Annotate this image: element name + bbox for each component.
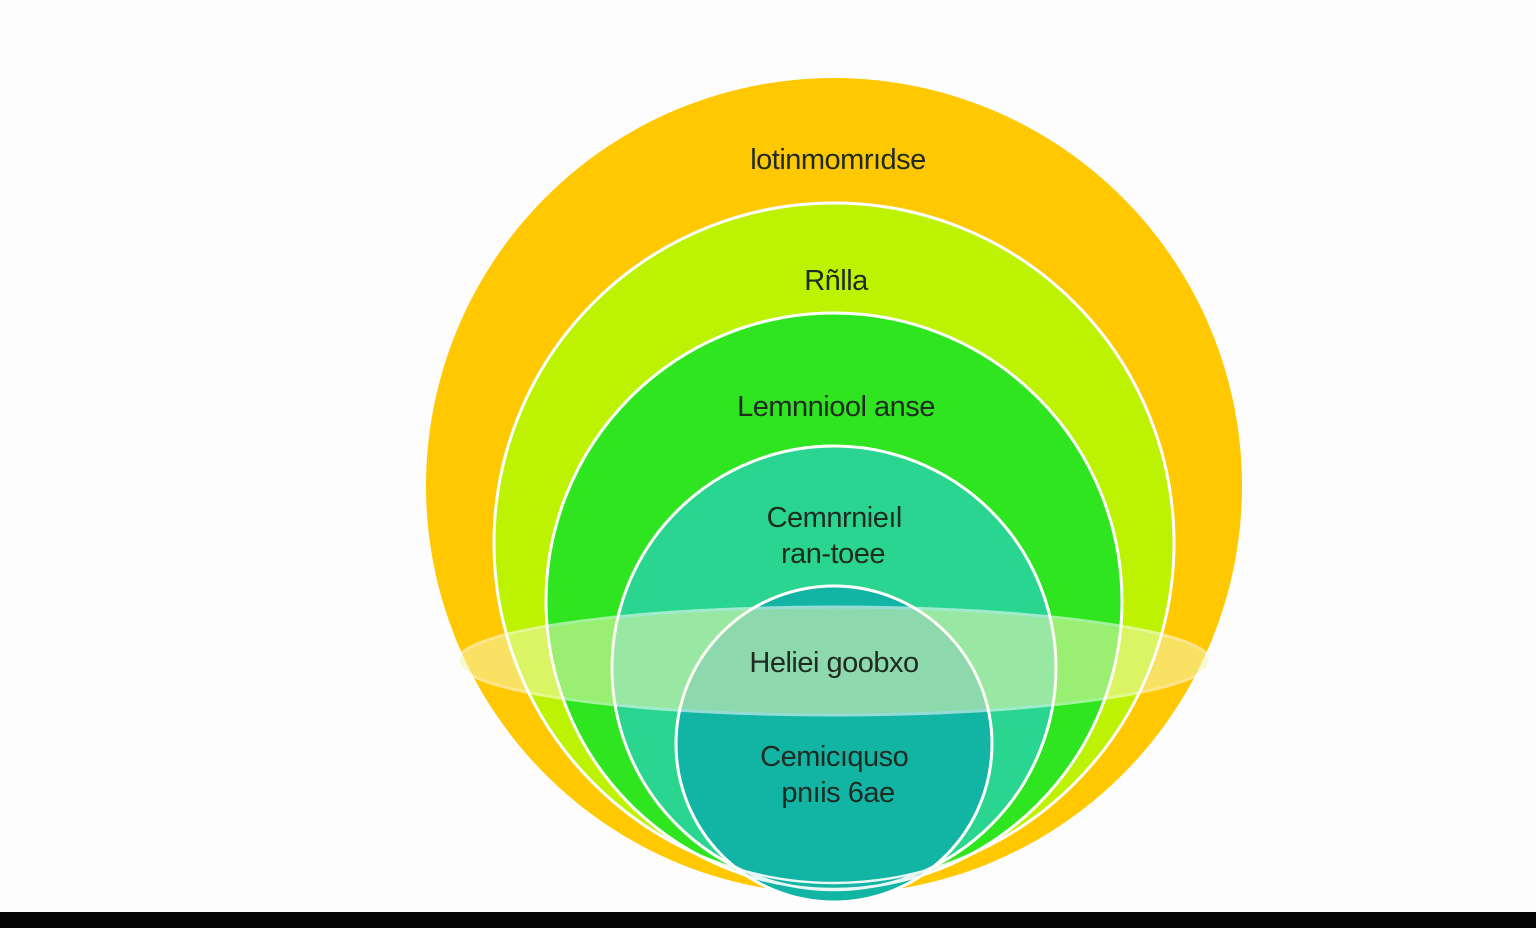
ring-third-label: Lemnniool anse xyxy=(737,391,935,423)
ring-core-label: Cemicıquso pnıis 6ae xyxy=(760,741,916,809)
lens-label: Heliei goobxo xyxy=(749,647,918,679)
lens-band xyxy=(456,605,1212,717)
ring-second-label: Rñlla xyxy=(804,265,869,297)
ring-outer-label: lotinmomrıdse xyxy=(750,144,926,176)
bottom-edge-bar xyxy=(0,912,1536,928)
ring-outlines xyxy=(492,201,1176,894)
ring-fourth-label: Cemnrnieıl ran-toee xyxy=(767,502,910,570)
